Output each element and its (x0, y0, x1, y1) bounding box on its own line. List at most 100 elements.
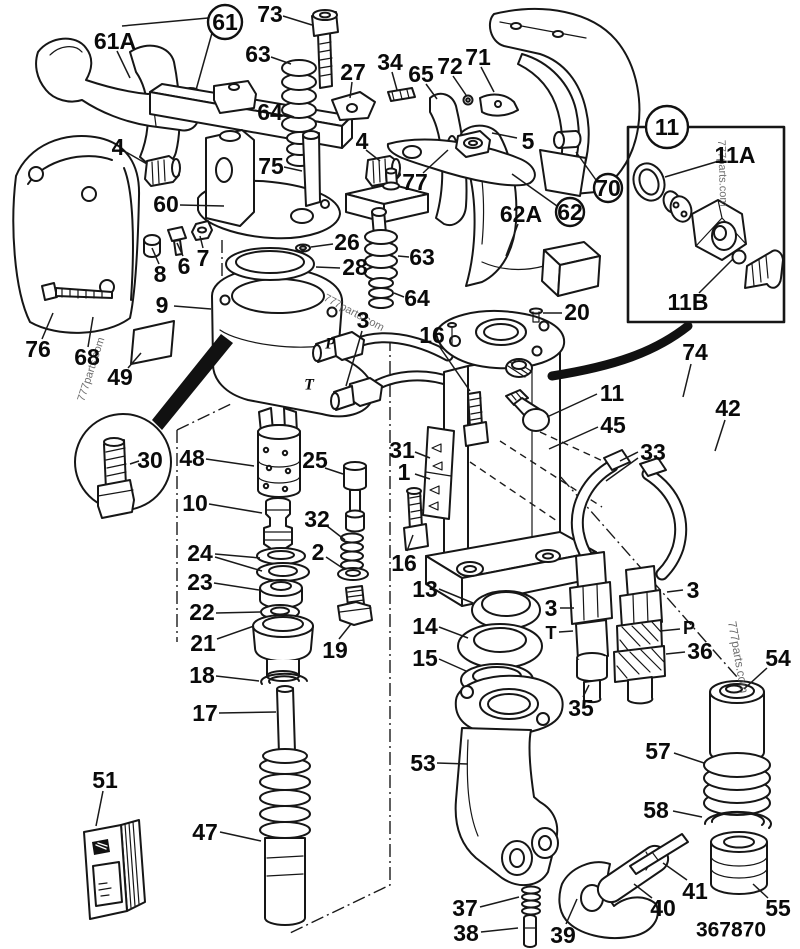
leader-4-left (125, 151, 148, 165)
part-label-9: 9 (156, 292, 169, 318)
adapter-11 (662, 190, 747, 261)
leader-15 (438, 658, 467, 672)
part-label-40: 40 (650, 895, 676, 921)
callout-circle-11-inset (644, 104, 690, 150)
leader-5 (491, 132, 518, 139)
leader-21 (216, 625, 255, 640)
part-label-13: 13 (412, 576, 438, 602)
leader-62 (511, 173, 558, 207)
part-label-55: 55 (765, 895, 791, 921)
part-label-24: 24 (187, 540, 213, 566)
part-label-47: 47 (192, 819, 218, 845)
main-body-45 (425, 307, 597, 607)
stud-11-target (505, 389, 550, 432)
decal-plate-31 (422, 426, 455, 520)
part-label-75: 75 (258, 153, 284, 179)
foot-bracket (425, 531, 597, 607)
part-label-10: 10 (182, 490, 208, 516)
leader-33 (605, 457, 639, 482)
part-label-4-left: 4 (112, 134, 125, 160)
part-label-15: 15 (412, 645, 438, 671)
hoses-33 (569, 449, 688, 705)
leader-28 (315, 266, 341, 269)
part-label-61: 61 (212, 9, 238, 35)
part-label-51: 51 (92, 767, 118, 793)
part-label-26: 26 (334, 229, 360, 255)
part-label-19: 19 (322, 637, 348, 663)
spool-10 (263, 497, 293, 561)
part-label-11-inset: 11 (655, 114, 680, 140)
leader-8 (151, 247, 160, 265)
part-label-25: 25 (302, 447, 328, 473)
roll-pin-34 (387, 87, 416, 102)
valve-48 (257, 407, 301, 498)
part-label-27: 27 (340, 59, 366, 85)
nut-5 (455, 130, 491, 158)
part-label-28: 28 (342, 254, 368, 280)
leader-24 (214, 553, 261, 559)
leader-76 (41, 312, 54, 340)
leader-55 (752, 883, 769, 899)
part-label-11-body: 11 (600, 380, 625, 406)
part-label-16-mid: 16 (391, 550, 417, 576)
part-label-14: 14 (412, 613, 438, 639)
part-label-5: 5 (522, 128, 535, 154)
screw-20 (529, 307, 543, 323)
leader-62a (505, 223, 519, 257)
leader-t-port (558, 630, 574, 633)
ball-11 (731, 249, 747, 265)
leader-41 (662, 862, 688, 881)
leader-18 (215, 675, 260, 682)
part-label-31: 31 (389, 437, 415, 463)
spring-37 (521, 885, 541, 916)
leader-61 (195, 32, 213, 91)
leader-30 (129, 460, 140, 465)
part-label-18: 18 (189, 662, 215, 688)
leader-2 (325, 556, 345, 570)
leader-9 (173, 305, 212, 310)
leader-4-mid (365, 149, 381, 162)
part-label-11b: 11B (668, 289, 709, 315)
leader-64-mid (393, 292, 405, 298)
callout-circle-70 (592, 172, 624, 204)
leader-63-mid (397, 255, 410, 258)
leader-6 (176, 242, 184, 257)
leader-34 (391, 71, 398, 91)
part-label-35: 35 (568, 695, 594, 721)
leader-26 (310, 243, 334, 248)
leader-40 (633, 883, 653, 899)
part-label-2: 2 (312, 539, 325, 565)
nut-7 (191, 220, 213, 241)
leader-13 (438, 588, 474, 604)
trigger-guard-group (331, 87, 601, 297)
leader-14 (438, 626, 469, 639)
bush-54 (709, 680, 765, 764)
leader-16-top (438, 345, 471, 392)
part-label-17: 17 (192, 700, 218, 726)
valve-post-group (143, 129, 375, 418)
side-block-group (345, 167, 429, 309)
leader-61 (121, 17, 209, 27)
hose-left-fittings (569, 551, 613, 704)
manual-booklet (83, 819, 146, 920)
part-label-16-top: 16 (419, 322, 445, 348)
leader-42 (714, 419, 726, 452)
part-label-72: 72 (437, 53, 463, 79)
part-label-34: 34 (377, 49, 403, 75)
diaphragm-28 (225, 247, 315, 281)
plug-70-target (553, 130, 582, 149)
part-label-3-hose-left: 3 (545, 595, 558, 621)
leader-51 (95, 790, 104, 827)
leader-68 (87, 316, 94, 348)
leader-38 (480, 927, 519, 933)
leader-16-mid (406, 534, 414, 552)
pilot-25 (343, 461, 367, 533)
leader-11-body (546, 393, 598, 418)
detail-circle-30 (74, 334, 233, 519)
part-label-39: 39 (550, 922, 576, 948)
part-label-58: 58 (643, 797, 669, 823)
handle-base-plate (539, 149, 587, 197)
drawing-number: 367870 (696, 919, 766, 942)
part-label-p-hose-top: P (324, 336, 335, 353)
part-label-73: 73 (257, 1, 283, 27)
